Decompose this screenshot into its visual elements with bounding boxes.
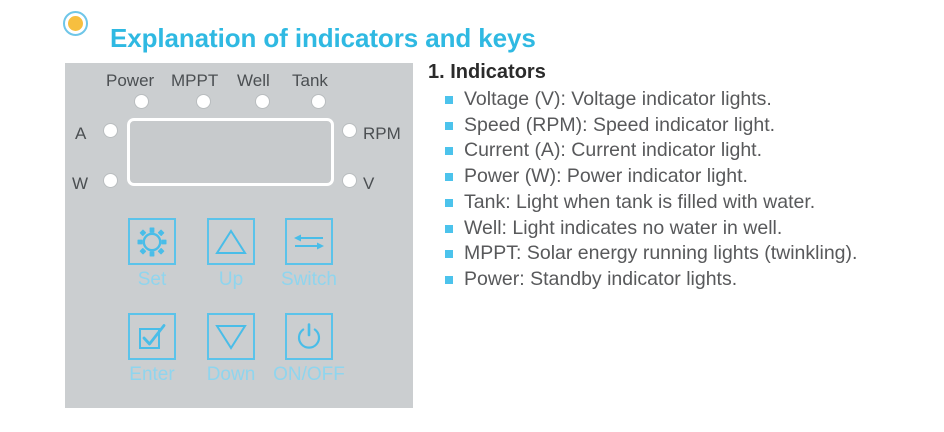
key-down[interactable]: Down <box>207 313 255 384</box>
indicator-label-well: Well <box>237 71 270 90</box>
list-item-text: Power (W): Power indicator light. <box>464 165 748 188</box>
list-item: Speed (RPM): Speed indicator light. <box>428 113 928 139</box>
led-power-watt <box>103 173 118 188</box>
led-voltage <box>342 173 357 188</box>
section-heading: 1. Indicators <box>428 61 546 83</box>
indicator-label-a: A <box>75 124 87 143</box>
key-set[interactable]: Set <box>128 218 176 289</box>
key-up-label: Up <box>218 269 244 290</box>
key-onoff[interactable]: ON/OFF <box>273 313 345 384</box>
indicator-label-v: V <box>363 174 375 193</box>
list-item-text: MPPT: Solar energy running lights (twink… <box>464 242 858 265</box>
triangle-down-icon <box>207 313 255 360</box>
key-enter[interactable]: Enter <box>128 313 176 384</box>
key-enter-border <box>128 313 176 360</box>
key-set-border <box>128 218 176 265</box>
bullet-square-icon <box>445 96 453 104</box>
bullet-square-icon <box>445 121 453 130</box>
list-item-text: Tank: Light when tank is filled with wat… <box>464 190 816 213</box>
list-item: Well: Light indicates no water in well. <box>428 216 928 242</box>
swap-arrows-icon <box>285 218 333 265</box>
bullet-square-icon <box>445 224 453 233</box>
led-mppt <box>196 94 211 109</box>
list-item-text: Speed (RPM): Speed indicator light. <box>464 113 776 136</box>
bullet-square-icon <box>445 276 453 285</box>
indicator-label-rpm: RPM <box>363 124 401 143</box>
list-item-text: Power: Standby indicator lights. <box>464 268 738 291</box>
list-item: Power (W): Power indicator light. <box>428 164 928 190</box>
control-panel: Power MPPT Well Tank A W RPM V <box>65 63 413 408</box>
key-switch[interactable]: Switch <box>281 218 337 289</box>
led-tank <box>311 94 326 109</box>
bullet-square-icon <box>445 198 453 207</box>
key-enter-label: Enter <box>129 364 175 385</box>
power-icon <box>285 313 333 360</box>
list-item-text: Current (A): Current indicator light. <box>464 139 763 162</box>
key-set-label: Set <box>137 269 167 290</box>
list-item: MPPT: Solar energy running lights (twink… <box>428 241 928 267</box>
lcd-display <box>127 118 334 186</box>
led-rpm <box>342 123 357 138</box>
list-item: Current (A): Current indicator light. <box>428 138 928 164</box>
bullet-square-icon <box>445 147 453 156</box>
indicator-label-mppt: MPPT <box>171 71 219 90</box>
list-item-text: Well: Light indicates no water in well. <box>464 216 783 239</box>
explanation-section: 1. Indicators Voltage (V): Voltage indic… <box>428 60 928 293</box>
key-onoff-border <box>285 313 333 360</box>
bullet-square-icon <box>445 173 453 182</box>
page-title: Explanation of indicators and keys <box>110 23 536 54</box>
indicator-label-power: Power <box>106 71 155 90</box>
bullet-square-icon <box>445 250 453 259</box>
led-well <box>255 94 270 109</box>
key-down-label: Down <box>206 364 256 385</box>
key-onoff-label: ON/OFF <box>273 364 345 385</box>
list-item: Tank: Light when tank is filled with wat… <box>428 190 928 216</box>
key-down-border <box>207 313 255 360</box>
key-switch-label: Switch <box>281 269 337 290</box>
filled-circle-icon <box>63 11 88 36</box>
list-item: Power: Standby indicator lights. <box>428 267 928 293</box>
led-power <box>134 94 149 109</box>
led-current <box>103 123 118 138</box>
list-item-text: Voltage (V): Voltage indicator lights. <box>464 88 772 110</box>
triangle-up-icon <box>207 218 255 265</box>
page-header: Explanation of indicators and keys <box>0 0 944 53</box>
indicator-label-w: W <box>72 174 89 193</box>
key-up[interactable]: Up <box>207 218 255 289</box>
indicator-bullet-list: Voltage (V): Voltage indicator lights. S… <box>428 87 928 293</box>
checkbox-check-icon <box>128 313 176 360</box>
key-switch-border <box>285 218 333 265</box>
indicator-label-tank: Tank <box>292 71 328 90</box>
gear-icon <box>128 218 176 265</box>
list-item: Voltage (V): Voltage indicator lights. <box>428 87 928 113</box>
key-up-border <box>207 218 255 265</box>
